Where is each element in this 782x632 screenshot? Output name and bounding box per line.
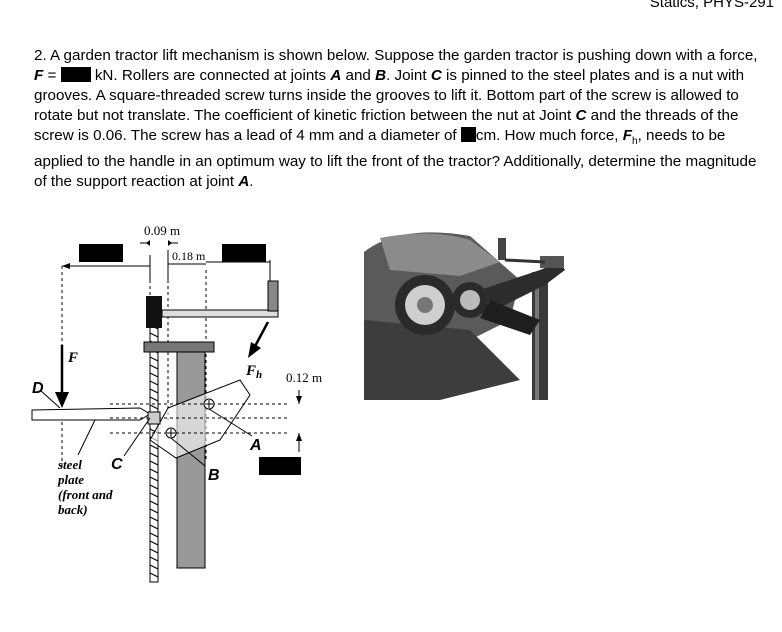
label-c: C: [111, 456, 123, 473]
redacted-dimension: [222, 244, 266, 262]
label-b: B: [208, 467, 220, 484]
problem-text: 2. A garden tractor lift mechanism is sh…: [34, 47, 758, 191]
redacted-dimension: [259, 457, 301, 475]
course-header: Statics, PHYS-291: [649, 0, 774, 11]
redacted-dimension: [79, 244, 123, 262]
steel-plate: [149, 379, 251, 459]
handle-bar: [161, 309, 279, 318]
tractor-lift-photo: [364, 228, 565, 400]
arm-d: [31, 407, 151, 421]
redacted-value: [460, 127, 476, 142]
dim-012: 0.12 m: [286, 370, 322, 385]
force-fh-arrow: [248, 342, 261, 358]
handle-grip: [267, 280, 279, 312]
steel-plate-label: plate: [57, 472, 84, 487]
steel-plate-label: back): [58, 502, 88, 517]
support-post: [176, 351, 206, 569]
screw-head: [146, 296, 162, 328]
label-d: D: [32, 380, 44, 397]
label-f: F: [67, 350, 78, 366]
steel-plate-label: (front and: [58, 487, 113, 502]
label-fh: Fh: [245, 363, 262, 381]
redacted-value: [60, 67, 91, 82]
dim-009: 0.09 m: [144, 223, 180, 238]
force-f-arrow: [55, 392, 69, 408]
label-a: A: [249, 437, 262, 454]
dim-018: 0.18 m: [172, 249, 206, 263]
steel-plate-label: steel: [57, 457, 82, 472]
nut-c: [147, 411, 161, 425]
